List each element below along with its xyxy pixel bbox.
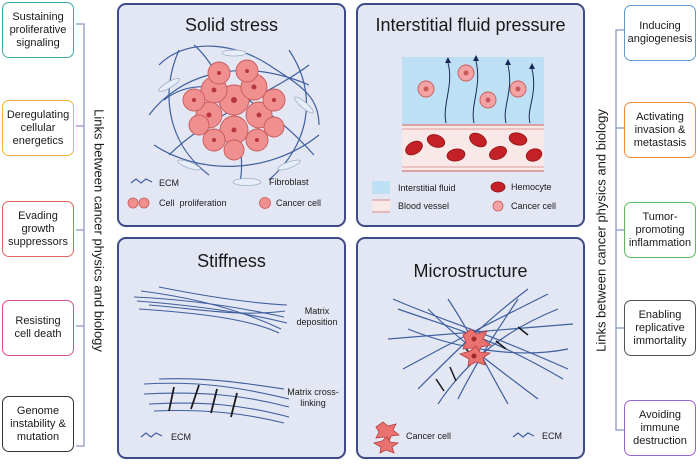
hallmark-deregulating-cellular-energetics: Deregulating cellular energetics [2,100,74,156]
panel-solid-stress: Solid stress [117,3,346,227]
legend-ecm-label: ECM [159,178,179,188]
micro-ecm-label: ECM [542,431,562,441]
hallmark-evading-growth-suppressors: Evading growth suppressors [2,201,74,257]
ecm-icon [130,178,153,184]
stiffness-ecm-label: ECM [171,432,191,442]
hallmark-inducing-angiogenesis: Inducing angiogenesis [624,5,696,61]
hallmark-resisting-cell-death: Resisting cell death [2,300,74,356]
legend-hemocyte-label: Hemocyte [511,182,552,192]
ifp-illustration [372,55,544,213]
blood-vessel-swatch [372,199,390,213]
legend-proliferation-label: Cell proliferation [159,198,227,208]
micro-ecm-icon [512,432,535,438]
panel-stiffness: Stiffness Matrix deposition Matrix cross… [117,237,346,459]
hallmark-avoiding-immune-destruction: Avoiding immune destruction [624,400,696,456]
fibroblast-icon [232,178,262,186]
hallmark-activating-invasion: Activating invasion & metastasis [624,102,696,158]
panel-interstitial-fluid-pressure: Interstitial fluid pressure [356,3,585,227]
legend-ifp-cancer-cell-label: Cancer cell [511,201,557,211]
micro-cancer-cell-icon [372,421,400,454]
legend-blood-vessel-label: Blood vessel [398,201,450,211]
panel-title-microstructure: Microstructure [413,261,528,281]
hemocyte-icon [490,181,506,193]
stiffness-illustration [133,286,290,438]
micro-cancer-cell-label: Cancer cell [406,431,452,441]
ifp-cancer-cell-icon [492,200,504,212]
hallmark-genome-instability: Genome instability & mutation [2,396,74,452]
panel-title-solid-stress: Solid stress [184,15,279,35]
microstructure-illustration [372,288,574,454]
matrix-deposition-label: Matrix deposition [296,306,338,327]
hallmark-sustaining-proliferative-signaling: Sustaining proliferative signaling [2,2,74,58]
right-links-label: Links between cancer physics and biology [593,109,609,352]
panel-title-stiffness: Stiffness [197,251,266,271]
hallmark-tumor-promoting-inflammation: Tumor-promoting inflammation [624,202,696,258]
panel-microstructure: Microstructure Cancer cell ECM [356,237,585,459]
cancer-cell-icon [259,197,271,209]
legend-cancer-cell-label: Cancer cell [276,198,322,208]
legend-interstitial-fluid-label: Interstitial fluid [398,183,456,193]
legend-fibroblast-label: Fibroblast [269,177,309,187]
hallmark-enabling-replicative-immortality: Enabling replicative immortality [624,300,696,356]
left-links-label: Links between cancer physics and biology [91,109,107,352]
matrix-crosslinking-label: Matrix cross-linking [287,387,339,408]
cell-proliferation-icon [127,197,150,209]
solid-stress-illustration [127,44,320,209]
stiffness-ecm-icon [140,432,163,438]
panel-title-ifp: Interstitial fluid pressure [375,15,566,35]
interstitial-fluid-swatch [372,181,390,194]
